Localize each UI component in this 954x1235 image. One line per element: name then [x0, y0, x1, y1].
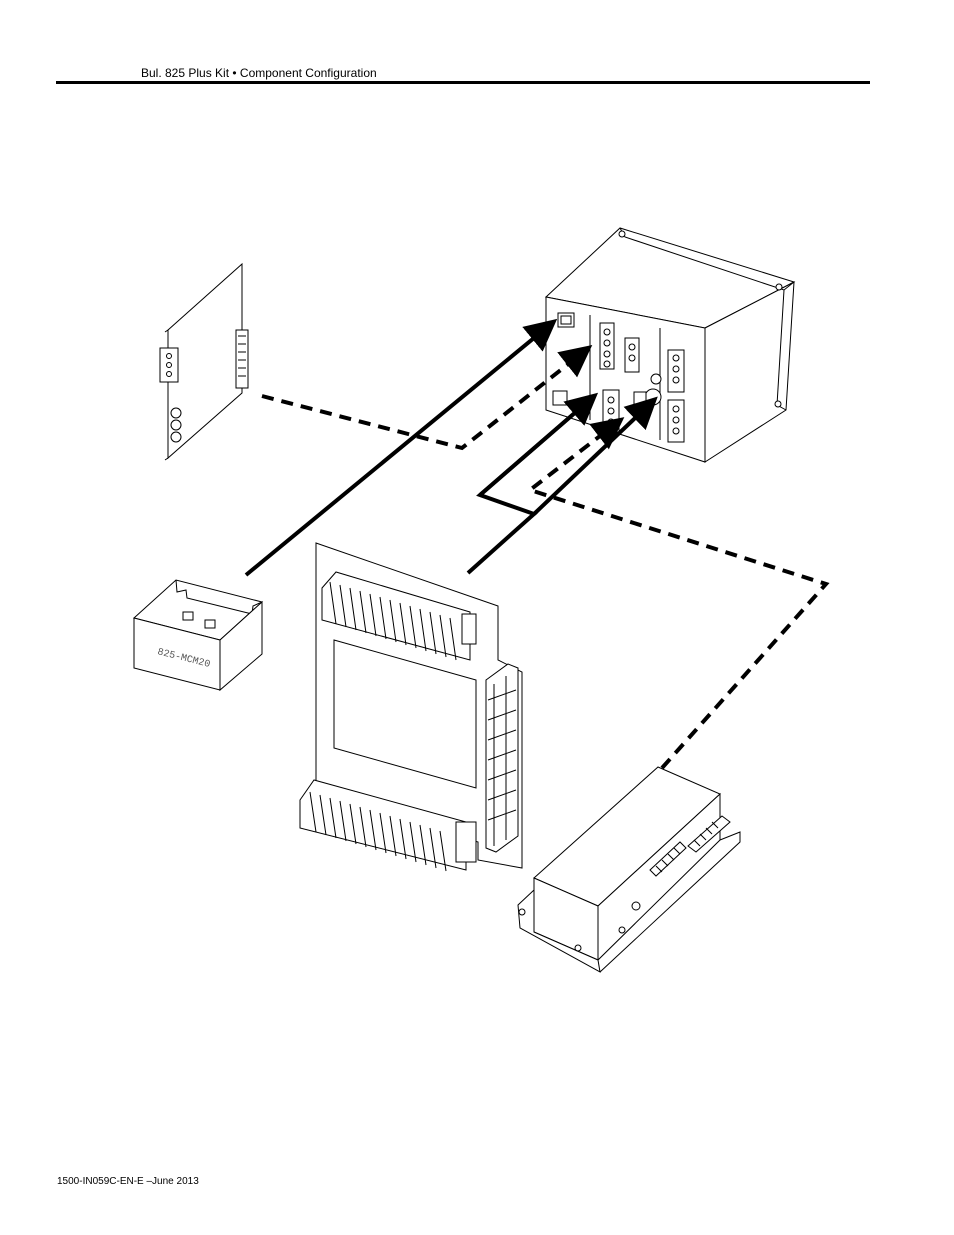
- bottom-terminal-row: [299, 779, 477, 872]
- option-circuit-card: [159, 262, 249, 461]
- top-terminal-row: [321, 571, 477, 661]
- page-header-title: Bul. 825 Plus Kit • Component Configurat…: [141, 66, 377, 80]
- header-rule: [56, 81, 870, 84]
- mcm20-module: 825-MCM20: [132, 579, 264, 692]
- io-module-connector-2: [687, 815, 731, 853]
- relay-housing: [544, 227, 796, 463]
- rear-terminal-block-3: [667, 349, 685, 393]
- dashed-line-io-module-to-relay: [525, 417, 830, 770]
- rear-terminal-block-5: [667, 399, 685, 443]
- solid-arrow-terminal-board-to-relay: [466, 396, 594, 575]
- page-footer-publication: 1500-IN059C-EN-E –June 2013: [57, 1176, 199, 1187]
- solid-arrowhead-terminal-board: [478, 392, 599, 497]
- terminal-board-panel: [299, 542, 523, 872]
- solid-arrow-terminal-board-branch: [532, 396, 658, 516]
- io-expansion-module: [517, 766, 741, 973]
- dashed-line-card-to-slot: [261, 345, 593, 451]
- solid-arrow-mcm20-to-ethernet: [244, 318, 558, 577]
- rear-terminal-block-2: [624, 337, 640, 373]
- io-module-connector-1: [649, 841, 687, 877]
- rear-terminal-block-1: [599, 322, 615, 370]
- vertical-terminal-strip: [485, 663, 519, 853]
